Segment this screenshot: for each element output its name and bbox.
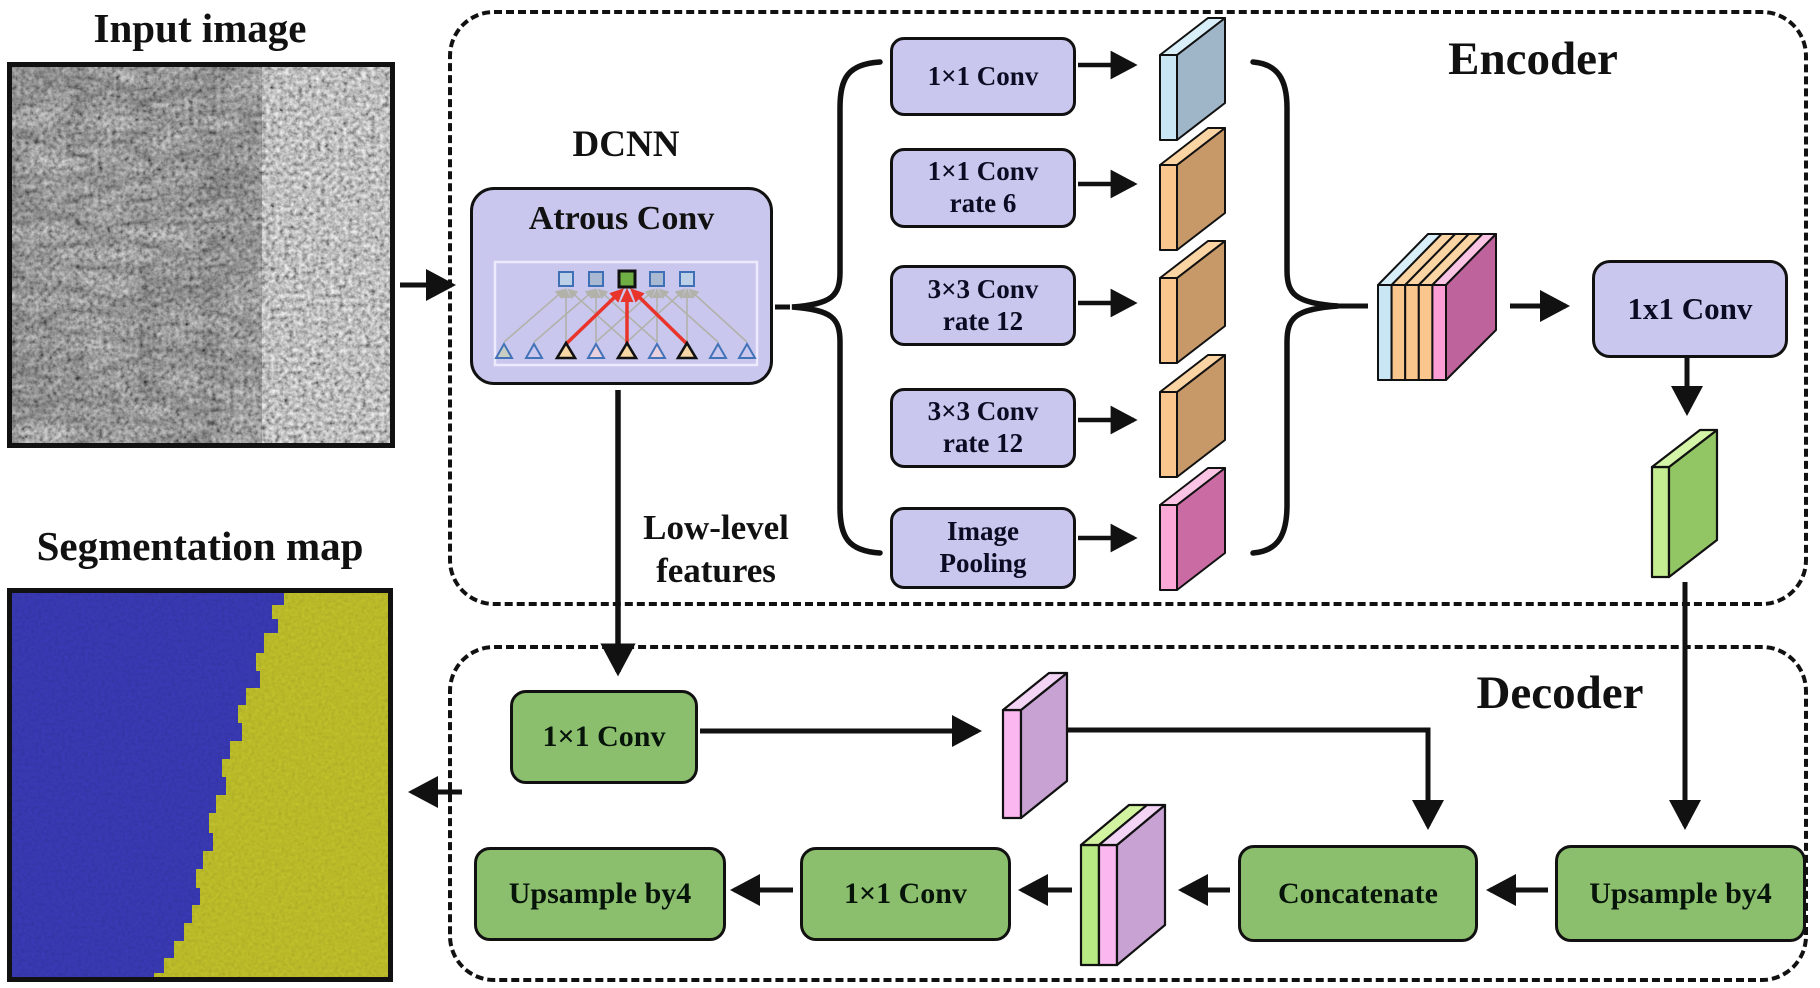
- atrous-conv-label: Atrous Conv: [528, 200, 715, 237]
- branch-label: rate 12: [942, 428, 1024, 458]
- decoder-concatenate-label: Concatenate: [1278, 876, 1438, 910]
- decoder-label: Decoder: [1476, 667, 1644, 719]
- low-level-features-label: Low-level features: [566, 506, 866, 592]
- dcnn-label: DCNN: [572, 124, 680, 165]
- encoder-1x1-conv-label: 1x1 Conv: [1627, 290, 1753, 326]
- decoder-1x1-conv-bottom-label: 1×1 Conv: [844, 877, 967, 910]
- branch-label: 3×3 Conv: [927, 273, 1039, 304]
- branch-label: 3×3 Conv: [927, 396, 1039, 427]
- decoder-upsample-right-label: Upsample by4: [1589, 876, 1772, 910]
- branch-box-1x1-conv: 1×1 Conv: [890, 37, 1076, 116]
- atrous-conv-box: Atrous Conv: [470, 187, 773, 385]
- branch-label: 1×1 Conv: [927, 156, 1039, 187]
- decoder-upsample-right-box: Upsample by4: [1555, 845, 1806, 942]
- low-level-line2: features: [656, 551, 776, 590]
- decoder-container: [448, 645, 1808, 982]
- encoder-label: Encoder: [1448, 33, 1618, 85]
- input-image: [7, 62, 395, 448]
- branch-label: rate 12: [942, 305, 1024, 336]
- branch-box-3x3-conv-rate12-b: 3×3 Conv rate 12: [890, 388, 1076, 468]
- branch-label: Image: [947, 516, 1019, 547]
- decoder-concatenate-box: Concatenate: [1238, 845, 1478, 942]
- branch-box-image-pooling: Image Pooling: [890, 507, 1076, 589]
- input-image-texture: [12, 67, 390, 443]
- decoder-1x1-conv-top-label: 1×1 Conv: [542, 720, 666, 753]
- encoder-container: [448, 10, 1808, 606]
- low-level-line1: Low-level: [643, 508, 789, 547]
- decoder-1x1-conv-bottom-box: 1×1 Conv: [800, 847, 1011, 941]
- input-image-title: Input image: [93, 5, 307, 51]
- segmentation-map-texture: [12, 593, 388, 977]
- encoder-1x1-conv-box: 1x1 Conv: [1592, 260, 1788, 358]
- branch-label: Pooling: [939, 548, 1027, 578]
- branch-box-1x1-conv-rate6: 1×1 Conv rate 6: [890, 148, 1076, 228]
- branch-box-3x3-conv-rate12-a: 3×3 Conv rate 12: [890, 265, 1076, 346]
- branch-label: 1×1 Conv: [927, 60, 1039, 91]
- segmentation-map: [7, 588, 393, 982]
- decoder-upsample-left-label: Upsample by4: [508, 877, 692, 910]
- branch-label: rate 6: [949, 188, 1017, 218]
- decoder-1x1-conv-top-box: 1×1 Conv: [510, 690, 698, 784]
- decoder-upsample-left-box: Upsample by4: [474, 847, 726, 941]
- segmentation-map-title: Segmentation map: [36, 523, 364, 569]
